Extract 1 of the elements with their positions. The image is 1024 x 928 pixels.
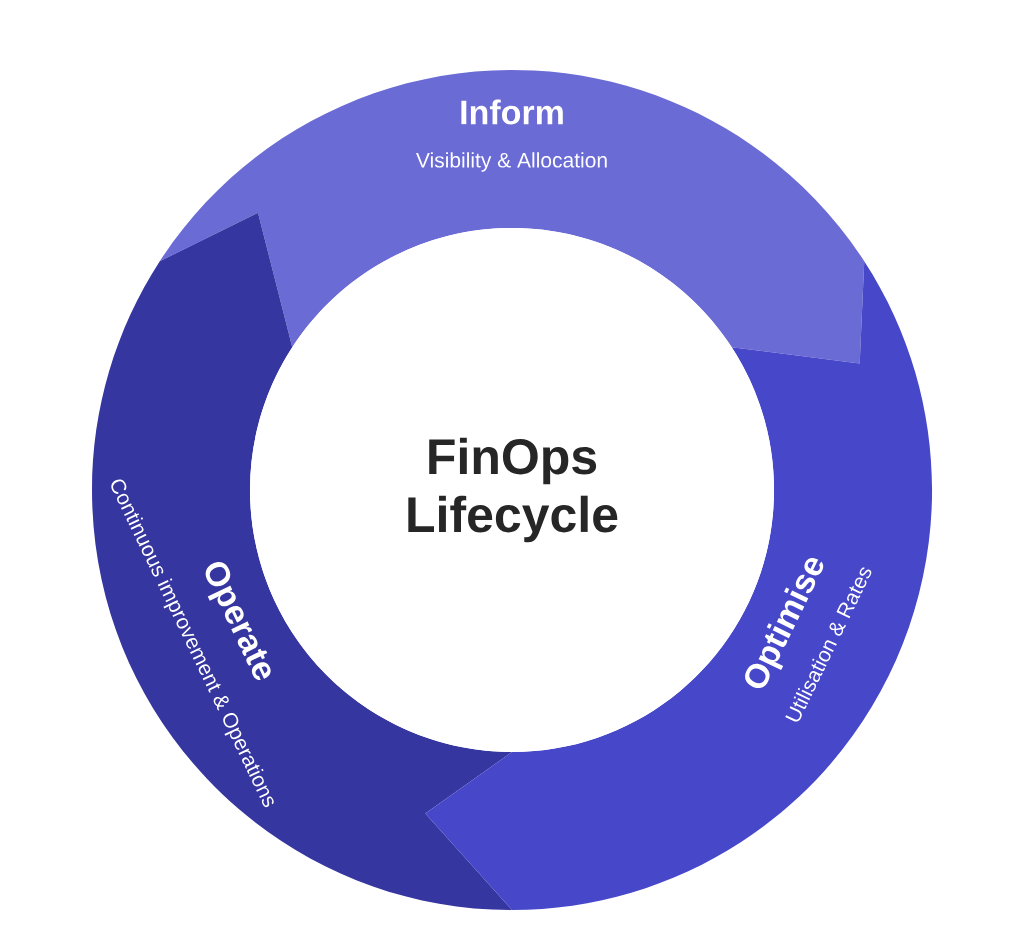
ring-segment: Inform Visibility & Allocation bbox=[159, 70, 865, 364]
